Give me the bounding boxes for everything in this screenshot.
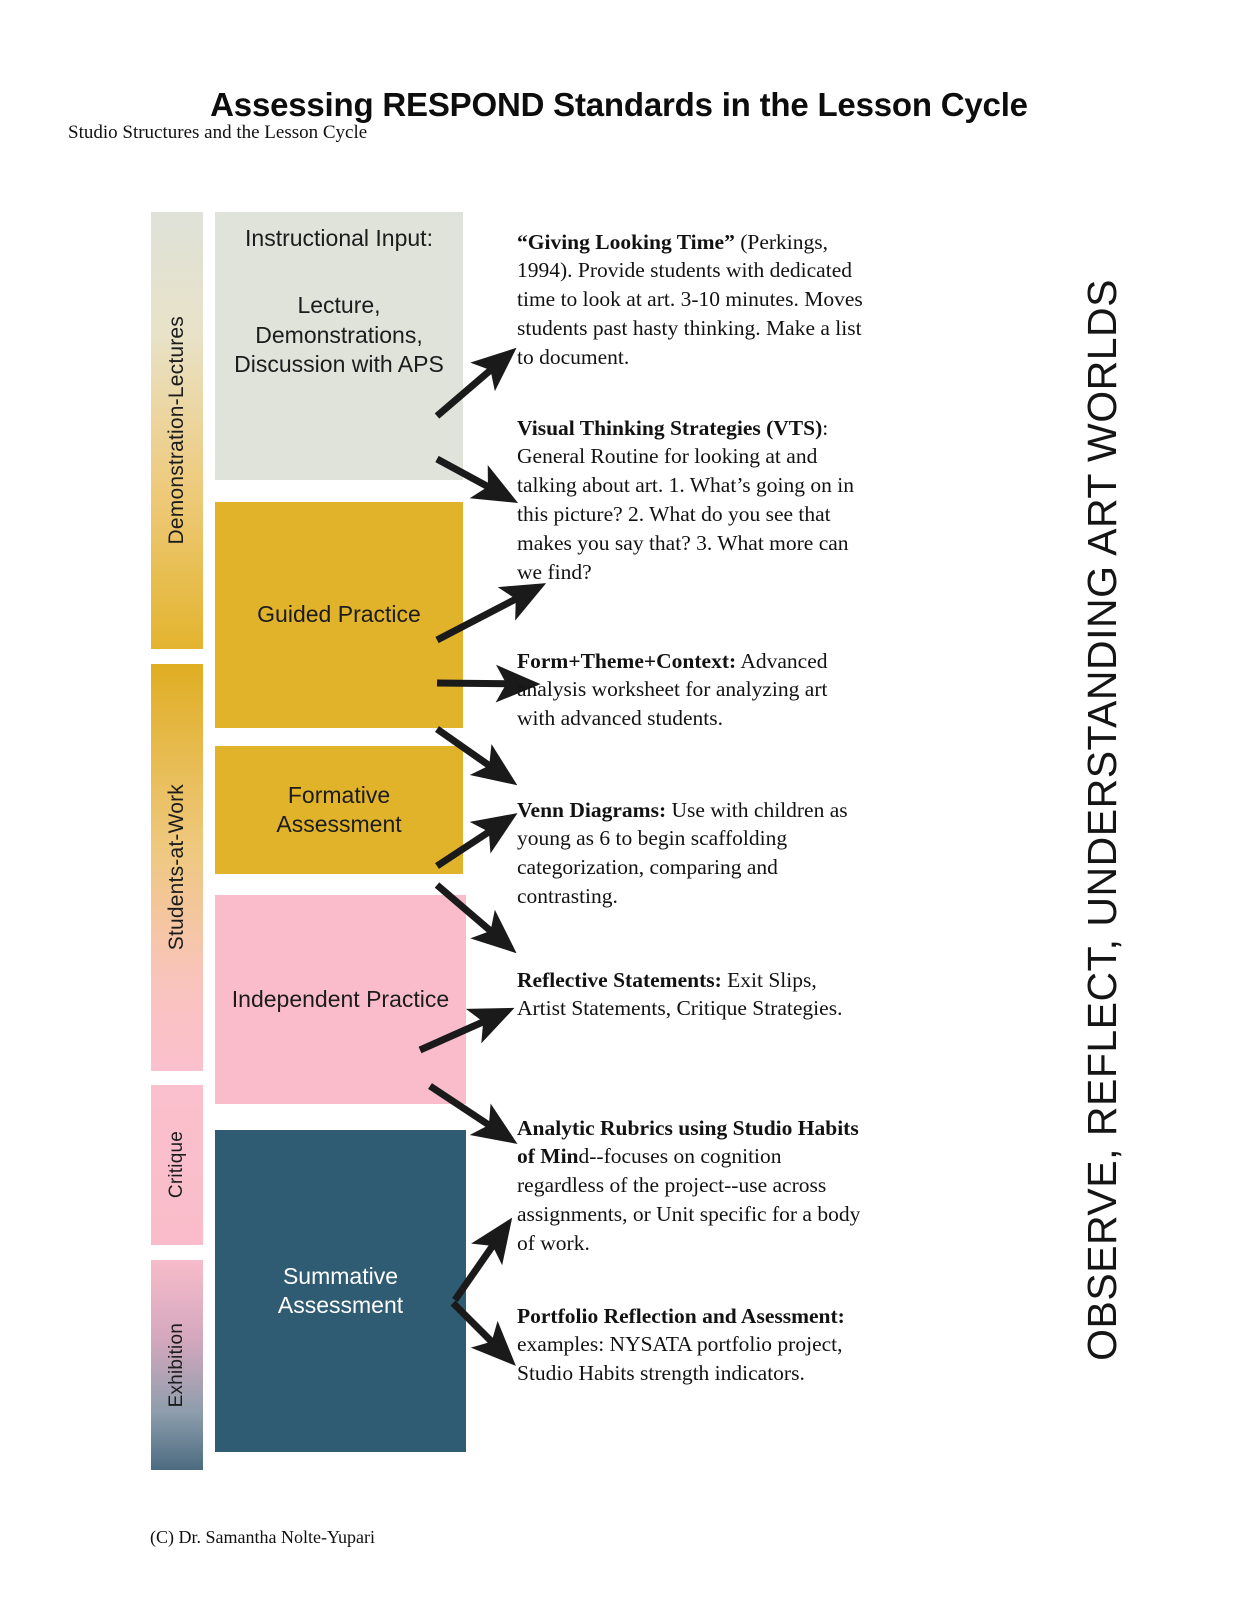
stage-block-label: Independent Practice bbox=[231, 985, 450, 1012]
note-body: : General Routine for looking at and tal… bbox=[517, 415, 854, 585]
phase-label: Exhibition bbox=[166, 1322, 187, 1408]
page-subtitle: Studio Structures and the Lesson Cycle bbox=[68, 122, 368, 143]
copyright-credit: (C) Dr. Samantha Nolte-Yupari bbox=[150, 1527, 375, 1547]
note-title: “Giving Looking Time” bbox=[517, 229, 735, 254]
note-visual-thinking-strategies: Visual Thinking Strategies (VTS): Genera… bbox=[517, 414, 869, 587]
note-body: d--focuses on cognition regardless of th… bbox=[517, 1144, 861, 1256]
phase-bar-critique[interactable]: Critique bbox=[151, 1085, 203, 1245]
note-form-theme-context: Form+Theme+Context: Advanced analysis wo… bbox=[517, 647, 869, 734]
stage-body: Lecture, Demonstrations, Discussion with… bbox=[234, 292, 444, 378]
stage-block-summative-assessment[interactable]: Summative Assessment bbox=[215, 1130, 466, 1452]
note-title: Portfolio Reflection and Asessment: bbox=[517, 1303, 845, 1328]
note-title: Reflective Statements: bbox=[517, 967, 722, 992]
vertical-banner: OBSERVE, REFLECT, UNDERSTANDING ART WORL… bbox=[1079, 240, 1126, 1400]
note-body: examples: NYSATA portfolio project, Stud… bbox=[517, 1332, 843, 1386]
note-analytic-rubrics: Analytic Rubrics using Studio Habits of … bbox=[517, 1114, 869, 1259]
note-title: Visual Thinking Strategies (VTS) bbox=[517, 415, 823, 440]
phase-bar-students-at-work[interactable]: Students-at-Work bbox=[151, 664, 203, 1071]
phase-bar-exhibition[interactable]: Exhibition bbox=[151, 1260, 203, 1470]
note-body: Advanced analysis worksheet for analyzin… bbox=[517, 648, 828, 731]
phase-rail: Demonstration-Lectures Students-at-Work … bbox=[151, 212, 203, 1470]
note-title: Form+Theme+Context: bbox=[517, 648, 737, 673]
stage-block-label: Formative Assessment bbox=[276, 781, 402, 837]
stage-column: Instructional Input: Lecture, Demonstrat… bbox=[215, 212, 466, 1470]
note-title: Venn Diagrams: bbox=[517, 797, 667, 822]
stage-block-guided-practice[interactable]: Guided Practice bbox=[215, 502, 463, 728]
stage-block-instructional-input[interactable]: Instructional Input: Lecture, Demonstrat… bbox=[215, 212, 463, 480]
stage-block-label: Guided Practice bbox=[257, 601, 421, 628]
stage-block-independent-practice[interactable]: Independent Practice bbox=[215, 895, 466, 1104]
note-title: Analytic Rubrics using Studio Habits of … bbox=[517, 1115, 859, 1169]
note-venn-diagrams: Venn Diagrams: Use with children as youn… bbox=[517, 796, 869, 912]
note-body: Use with children as young as 6 to begin… bbox=[517, 797, 848, 909]
note-body: Exit Slips, Artist Statements, Critique … bbox=[517, 967, 843, 1021]
stage-block-formative-assessment[interactable]: Formative Assessment bbox=[215, 746, 463, 874]
phase-label: Critique bbox=[166, 1131, 187, 1199]
phase-bar-demonstration-lectures[interactable]: Demonstration-Lectures bbox=[151, 212, 203, 649]
note-giving-looking-time: “Giving Looking Time” (Perkings, 1994). … bbox=[517, 228, 869, 373]
vertical-banner-text: OBSERVE, REFLECT, UNDERSTANDING ART WORL… bbox=[1079, 279, 1125, 1361]
note-body: (Perkings, 1994). Provide students with … bbox=[517, 229, 863, 370]
phase-label: Students-at-Work bbox=[165, 784, 188, 951]
note-reflective-statements: Reflective Statements: Exit Slips, Artis… bbox=[517, 966, 869, 1024]
phase-label: Demonstration-Lectures bbox=[165, 316, 188, 545]
note-portfolio-reflection: Portfolio Reflection and Asessment: exam… bbox=[517, 1302, 869, 1389]
stage-block-text: Instructional Input: Lecture, Demonstrat… bbox=[225, 218, 453, 380]
page-title: Assessing RESPOND Standards in the Lesso… bbox=[210, 86, 1028, 124]
stage-heading: Instructional Input: bbox=[245, 225, 433, 251]
stage-block-label: Summative Assessment bbox=[277, 1262, 404, 1318]
